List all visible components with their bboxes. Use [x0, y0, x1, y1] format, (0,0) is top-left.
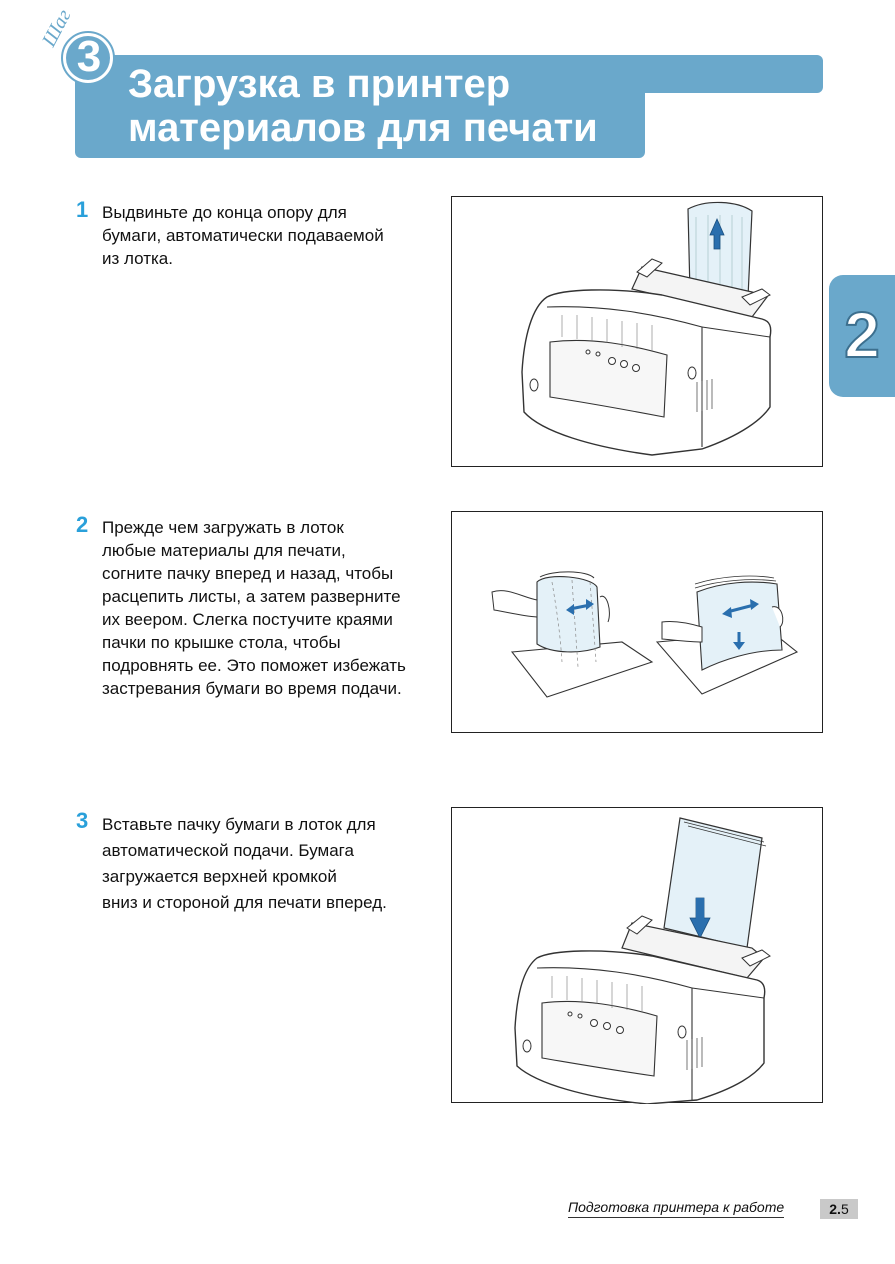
- figure-printer-paper-support: [451, 196, 823, 467]
- page-title-line-2: материалов для печати: [128, 106, 598, 150]
- paper-flex-illustration: [491, 571, 799, 698]
- printer-illustration-3: [514, 817, 771, 1104]
- step-number-badge: 3: [76, 32, 102, 81]
- step-2-line: любые материалы для печати,: [102, 541, 346, 560]
- step-1-line: из лотка.: [102, 249, 173, 268]
- figure-insert-paper-stack: [451, 807, 823, 1104]
- footer-section-title: Подготовка принтера к работе: [568, 1199, 785, 1218]
- step-1-text: Выдвиньте до конца опору для бумаги, авт…: [102, 201, 442, 270]
- page-number-value: 5: [840, 1201, 849, 1217]
- step-2-line: пачки по крышке стола, чтобы: [102, 633, 341, 652]
- step-1-number: 1: [76, 197, 89, 222]
- figure-flex-paper-stack: [451, 511, 823, 733]
- chapter-tab-number: 2: [843, 298, 881, 372]
- printer-illustration-1: [521, 201, 772, 456]
- page-number: 2.5: [820, 1199, 858, 1219]
- step-2-line: их веером. Слегка постучите краями: [102, 610, 393, 629]
- step-3-line: загружается верхней кромкой: [102, 867, 337, 886]
- step-3-line: автоматической подачи. Бумага: [102, 841, 354, 860]
- page-title: Загрузка в принтер материалов для печати: [128, 62, 598, 150]
- step-2-text: Прежде чем загружать в лоток любые матер…: [102, 516, 442, 700]
- chapter-tab: 2: [829, 275, 895, 397]
- page-title-line-1: Загрузка в принтер: [128, 62, 511, 106]
- step-badge: [61, 31, 115, 85]
- step-2-line: расцепить листы, а затем разверните: [102, 587, 401, 606]
- step-2-line: подровнять ее. Это поможет избежать: [102, 656, 406, 675]
- step-2-line: согните пачку вперед и назад, чтобы: [102, 564, 394, 583]
- step-3-line: Вставьте пачку бумаги в лоток для: [102, 815, 376, 834]
- step-1-line: бумаги, автоматически подаваемой: [102, 226, 384, 245]
- header-title-box: [75, 55, 645, 158]
- step-2-line: Прежде чем загружать в лоток: [102, 518, 344, 537]
- page-chapter: 2.: [829, 1201, 841, 1217]
- step-3-text: Вставьте пачку бумаги в лоток для автома…: [102, 812, 442, 916]
- step-2-line: застревания бумаги во время подачи.: [102, 679, 402, 698]
- step-3-line: вниз и стороной для печати вперед.: [102, 893, 387, 912]
- step-3-number: 3: [76, 808, 89, 833]
- step-1-line: Выдвиньте до конца опору для: [102, 203, 347, 222]
- step-2-number: 2: [76, 512, 89, 537]
